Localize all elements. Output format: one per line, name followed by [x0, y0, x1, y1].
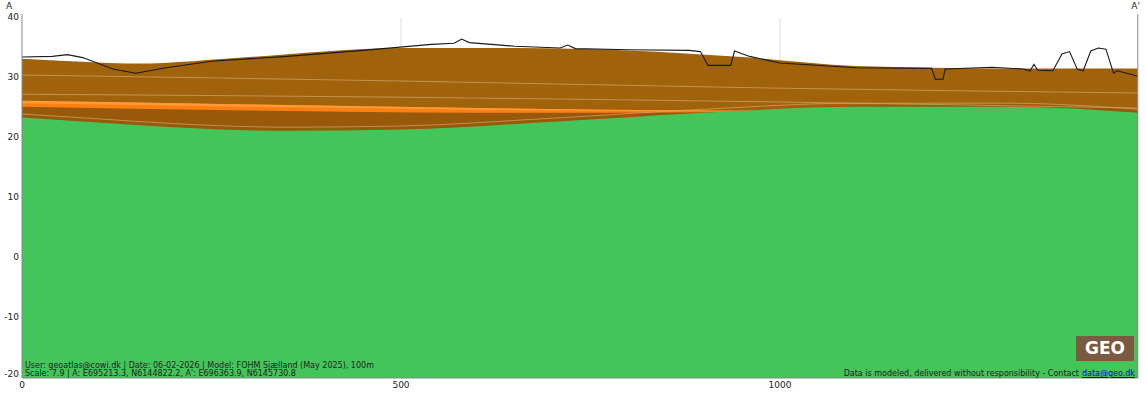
- logo-box: [1076, 336, 1134, 361]
- axis-tick: 20: [8, 133, 19, 143]
- axis-tick: 0: [19, 381, 25, 391]
- axis-line: [1137, 14, 1138, 378]
- logo-text: GEO: [1085, 339, 1125, 358]
- axis-tick: 10: [8, 193, 19, 203]
- disclaimer: Data is modeled, delivered without respo…: [844, 370, 1079, 379]
- layer-boundary: [22, 103, 1138, 127]
- sand-layer: [22, 101, 818, 113]
- layer-boundary: [22, 94, 1138, 108]
- axis-tick: 0: [13, 253, 19, 263]
- layer-boundary: [22, 75, 1138, 93]
- section-end-label: A: [6, 2, 12, 12]
- axis-tick: 500: [392, 381, 409, 391]
- limestone-layer: [22, 107, 1138, 378]
- clay-layer: [22, 48, 1138, 378]
- axis-tick: -20: [4, 370, 19, 380]
- axis-tick: 30: [8, 73, 19, 83]
- clay-layer: [22, 104, 1138, 378]
- axis-line: [22, 14, 23, 378]
- axis-tick: 40: [8, 13, 19, 23]
- axis-tick: 1000: [769, 381, 792, 391]
- terrain-line: [22, 39, 1138, 79]
- section-end-label: A': [1131, 2, 1140, 12]
- contact-link: data@geo.dk: [1082, 370, 1135, 379]
- footer-note: Scale: 7.9 | A: E695213.3, N6144822.2, A…: [25, 370, 296, 379]
- axis-tick: -10: [4, 313, 19, 323]
